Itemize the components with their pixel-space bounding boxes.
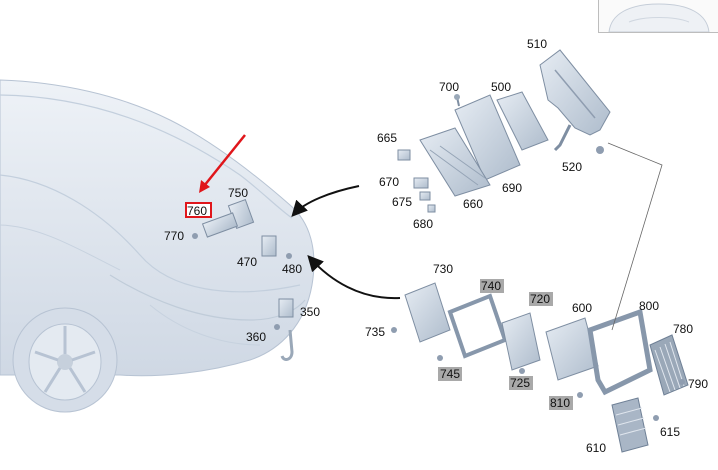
callout-675: 675	[392, 195, 412, 209]
callout-750: 750	[228, 186, 248, 200]
callout-790: 790	[688, 377, 708, 391]
callout-615: 615	[660, 425, 680, 439]
callout-500: 500	[491, 80, 511, 94]
callout-720: 720	[530, 292, 550, 306]
car-rear-illustration	[0, 79, 315, 413]
car-thumbnail-graphic	[608, 3, 710, 33]
callout-480: 480	[282, 262, 302, 276]
leader-lines	[291, 142, 663, 331]
highlight-box-760	[185, 202, 212, 218]
callout-800: 800	[639, 299, 659, 313]
lower-parts-group	[391, 282, 689, 453]
callout-665: 665	[377, 131, 397, 145]
car-thumbnail-icon[interactable]	[598, 0, 718, 33]
callout-labels: 510 700 500 665 670 675 660 690 680 520 …	[164, 37, 708, 455]
callout-725: 725	[510, 376, 530, 390]
callout-670: 670	[379, 175, 399, 189]
callout-600: 600	[572, 301, 592, 315]
callout-745: 745	[440, 367, 460, 381]
red-arrow-icon	[199, 134, 246, 193]
upper-parts-group	[397, 49, 611, 213]
callout-740: 740	[481, 279, 501, 293]
shaded-label-backgrounds	[438, 279, 573, 410]
car-mounted-parts	[192, 199, 294, 330]
callout-780: 780	[673, 322, 693, 336]
callout-810: 810	[550, 396, 570, 410]
callout-700: 700	[439, 80, 459, 94]
callout-610: 610	[586, 441, 606, 455]
callout-510: 510	[527, 37, 547, 51]
callout-760: 760	[187, 204, 207, 218]
callout-680: 680	[413, 217, 433, 231]
callout-360: 360	[246, 330, 266, 344]
callout-690: 690	[502, 181, 522, 195]
callout-660: 660	[463, 197, 483, 211]
callout-470: 470	[237, 255, 257, 269]
callout-520: 520	[562, 160, 582, 174]
callout-350: 350	[300, 305, 320, 319]
callout-770: 770	[164, 229, 184, 243]
callout-730: 730	[433, 262, 453, 276]
callout-735: 735	[365, 325, 385, 339]
